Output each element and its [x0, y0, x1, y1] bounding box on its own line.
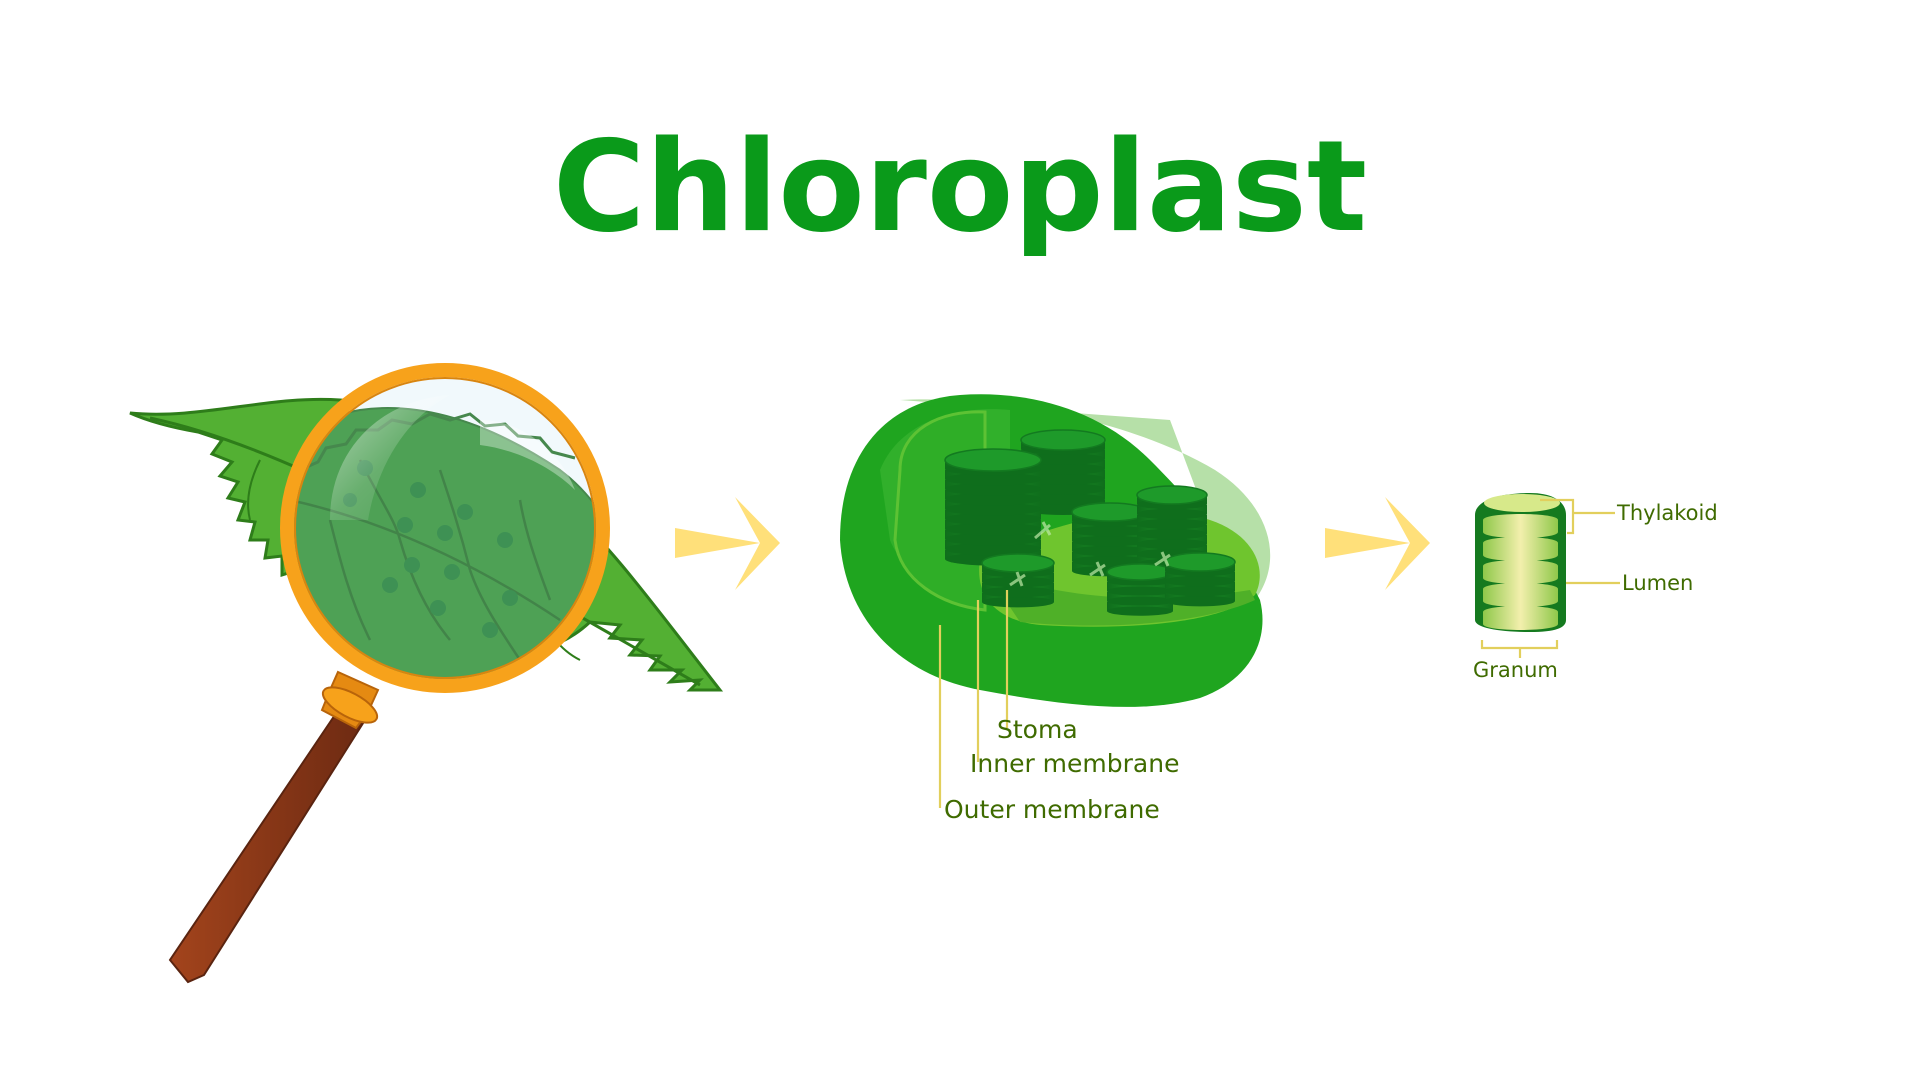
thylakoid-disc-edge — [1107, 596, 1173, 606]
thylakoid-disc-edge — [1021, 493, 1105, 505]
thylakoid-disc-edge — [1137, 508, 1207, 520]
thylakoid-disc-top — [1020, 429, 1106, 451]
thylakoid-disc-edge — [1021, 463, 1105, 475]
lumen-disc — [1483, 583, 1558, 607]
chloroplast-leaders — [938, 590, 1009, 808]
arrow-right-icon — [675, 497, 780, 590]
granum-icon — [1475, 493, 1566, 632]
thylakoid-disc-edge — [1021, 483, 1105, 495]
thylakoid-disc-edge — [1107, 606, 1173, 616]
thylakoid-disc-edge — [1137, 538, 1207, 550]
thylakoid-disc-edge — [1107, 586, 1173, 596]
magnifying-glass-icon — [168, 363, 610, 984]
thylakoid-disc-top — [1071, 502, 1149, 522]
granum-stack — [1164, 552, 1236, 607]
grana-stacks — [944, 429, 1236, 616]
label-inner-membrane: Inner membrane — [970, 749, 1179, 778]
thylakoid-disc-edge — [945, 472, 1041, 486]
label-lumen: Lumen — [1622, 571, 1693, 595]
thylakoid-disc-edge — [1137, 518, 1207, 530]
thylakoid-disc-edge — [1165, 575, 1235, 587]
thylakoid-disc-edge — [1072, 525, 1148, 537]
thylakoid-disc-edge — [1072, 535, 1148, 547]
label-outer-membrane: Outer membrane — [944, 795, 1160, 824]
magnified-leaf-view — [287, 370, 603, 686]
lumen-disc — [1483, 606, 1558, 630]
thylakoid-discs — [1483, 494, 1560, 630]
thylakoid-disc-edge — [945, 492, 1041, 506]
thylakoid-disc-top — [1106, 563, 1174, 581]
thylakoid-disc-edge — [945, 482, 1041, 496]
thylakoid-disc-edge — [945, 522, 1041, 536]
granum-stack — [1071, 502, 1149, 577]
lumen-disc — [1483, 560, 1558, 584]
page-title: Chloroplast — [553, 113, 1367, 260]
label-thylakoid: Thylakoid — [1616, 501, 1718, 525]
granum-leaders — [1480, 498, 1620, 658]
granum-stack — [944, 448, 1042, 566]
thylakoid-disc-edge — [982, 586, 1054, 598]
thylakoid-disc-top — [944, 448, 1042, 472]
lumen-disc — [1483, 537, 1558, 561]
thylakoid-disc-top — [1164, 552, 1236, 572]
thylakoid-disc-edge — [945, 532, 1041, 546]
thylakoid-disc-edge — [1165, 595, 1235, 607]
leaf-magnifier-illustration — [129, 363, 724, 984]
thylakoid-disc-edge — [945, 502, 1041, 516]
label-granum: Granum — [1473, 658, 1558, 682]
thylakoid-disc-edge — [982, 576, 1054, 588]
thylakoid-disc-top — [981, 553, 1055, 573]
thylakoid-disc-edge — [1021, 473, 1105, 485]
thylakoid-disc-edge — [945, 512, 1041, 526]
thylakoid-disc-edge — [1137, 528, 1207, 540]
thylakoid-disc-edge — [1165, 585, 1235, 597]
thylakoid-disc-top — [1136, 485, 1208, 505]
lumen-disc — [1483, 514, 1558, 538]
thylakoid-disc-edge — [982, 596, 1054, 608]
granum-stack — [1106, 563, 1174, 616]
chloroplast-icon — [840, 394, 1271, 707]
thylakoid-disc-edge — [1021, 453, 1105, 465]
thylakoid-disc-edge — [945, 542, 1041, 556]
thylakoid-disc-edge — [1072, 545, 1148, 557]
arrow-right-icon — [1325, 497, 1430, 590]
granum-top-disc — [1484, 494, 1560, 512]
label-stoma: Stoma — [997, 715, 1078, 744]
